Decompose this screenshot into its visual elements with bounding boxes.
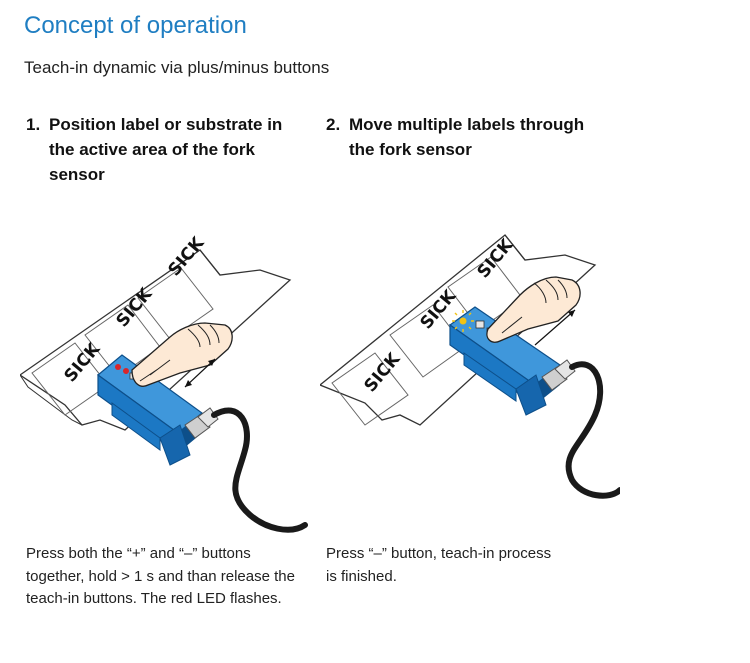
- step-2-text: Move multiple labels through the fork se…: [349, 115, 585, 159]
- step-2-illustration: SICK SICK SICK: [320, 234, 620, 499]
- led-flash-icon: [452, 310, 474, 332]
- label-outline: [331, 352, 409, 426]
- led-red: [115, 364, 121, 370]
- step-1-illustration: SICK SICK SICK: [20, 233, 308, 533]
- double-arrow-icon: [184, 358, 216, 388]
- fork-sensor: [97, 354, 308, 533]
- step-1-description: Press both the “+” and “–” buttons toget…: [26, 545, 295, 607]
- step-1-heading: 1. Position label or substrate in the ac…: [26, 112, 306, 187]
- step-2-heading: 2. Move multiple labels through the fork…: [326, 112, 606, 162]
- cable: [565, 361, 620, 499]
- fork-sensor: [448, 306, 620, 499]
- page-title: Concept of operation: [24, 12, 247, 39]
- label-outline: [137, 267, 214, 340]
- step-2-description: Press “–” button, teach-in process is fi…: [326, 545, 552, 585]
- plus-button: [475, 320, 485, 329]
- arrow-icon: [534, 309, 576, 346]
- step-1-number: 1.: [26, 115, 41, 134]
- cable: [211, 407, 308, 533]
- step-2-number: 2.: [326, 115, 341, 134]
- step-1-text: Position label or substrate in the activ…: [49, 115, 283, 184]
- hand-icon: [486, 276, 581, 343]
- hand-icon: [131, 322, 233, 387]
- page-subtitle: Teach-in dynamic via plus/minus buttons: [24, 58, 330, 77]
- led-red: [123, 368, 129, 374]
